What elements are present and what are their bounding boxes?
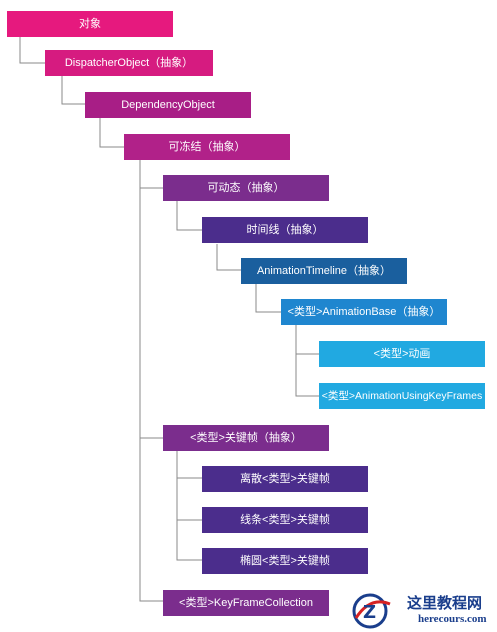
node-animatable: 可动态（抽象）: [163, 175, 329, 201]
node-discrete-keyframe: 离散<类型>关键帧: [202, 466, 368, 492]
node-freezable: 可冻结（抽象）: [124, 134, 290, 160]
node-dispatcher-object: DispatcherObject（抽象）: [45, 50, 213, 76]
watermark-url: herecours.com: [418, 613, 487, 625]
node-linear-keyframe: 线条<类型>关键帧: [202, 507, 368, 533]
node-spline-keyframe: 椭圆<类型>关键帧: [202, 548, 368, 574]
watermark-logo-icon: Z: [352, 593, 391, 629]
node-object: 对象: [7, 11, 173, 37]
node-animation-timeline: AnimationTimeline（抽象）: [241, 258, 407, 284]
node-keyframe-collection: <类型>KeyFrameCollection: [163, 590, 329, 616]
node-type-animation-using-keyframes: <类型>AnimationUsingKeyFrames: [319, 383, 485, 409]
node-type-animation: <类型>动画: [319, 341, 485, 367]
node-animation-base: <类型>AnimationBase（抽象）: [281, 299, 447, 325]
watermark-title: 这里教程网: [407, 594, 483, 612]
node-timeline: 时间线（抽象）: [202, 217, 368, 243]
svg-text:Z: Z: [363, 602, 376, 623]
node-dependency-object: DependencyObject: [85, 92, 251, 118]
node-type-keyframe: <类型>关键帧（抽象）: [163, 425, 329, 451]
